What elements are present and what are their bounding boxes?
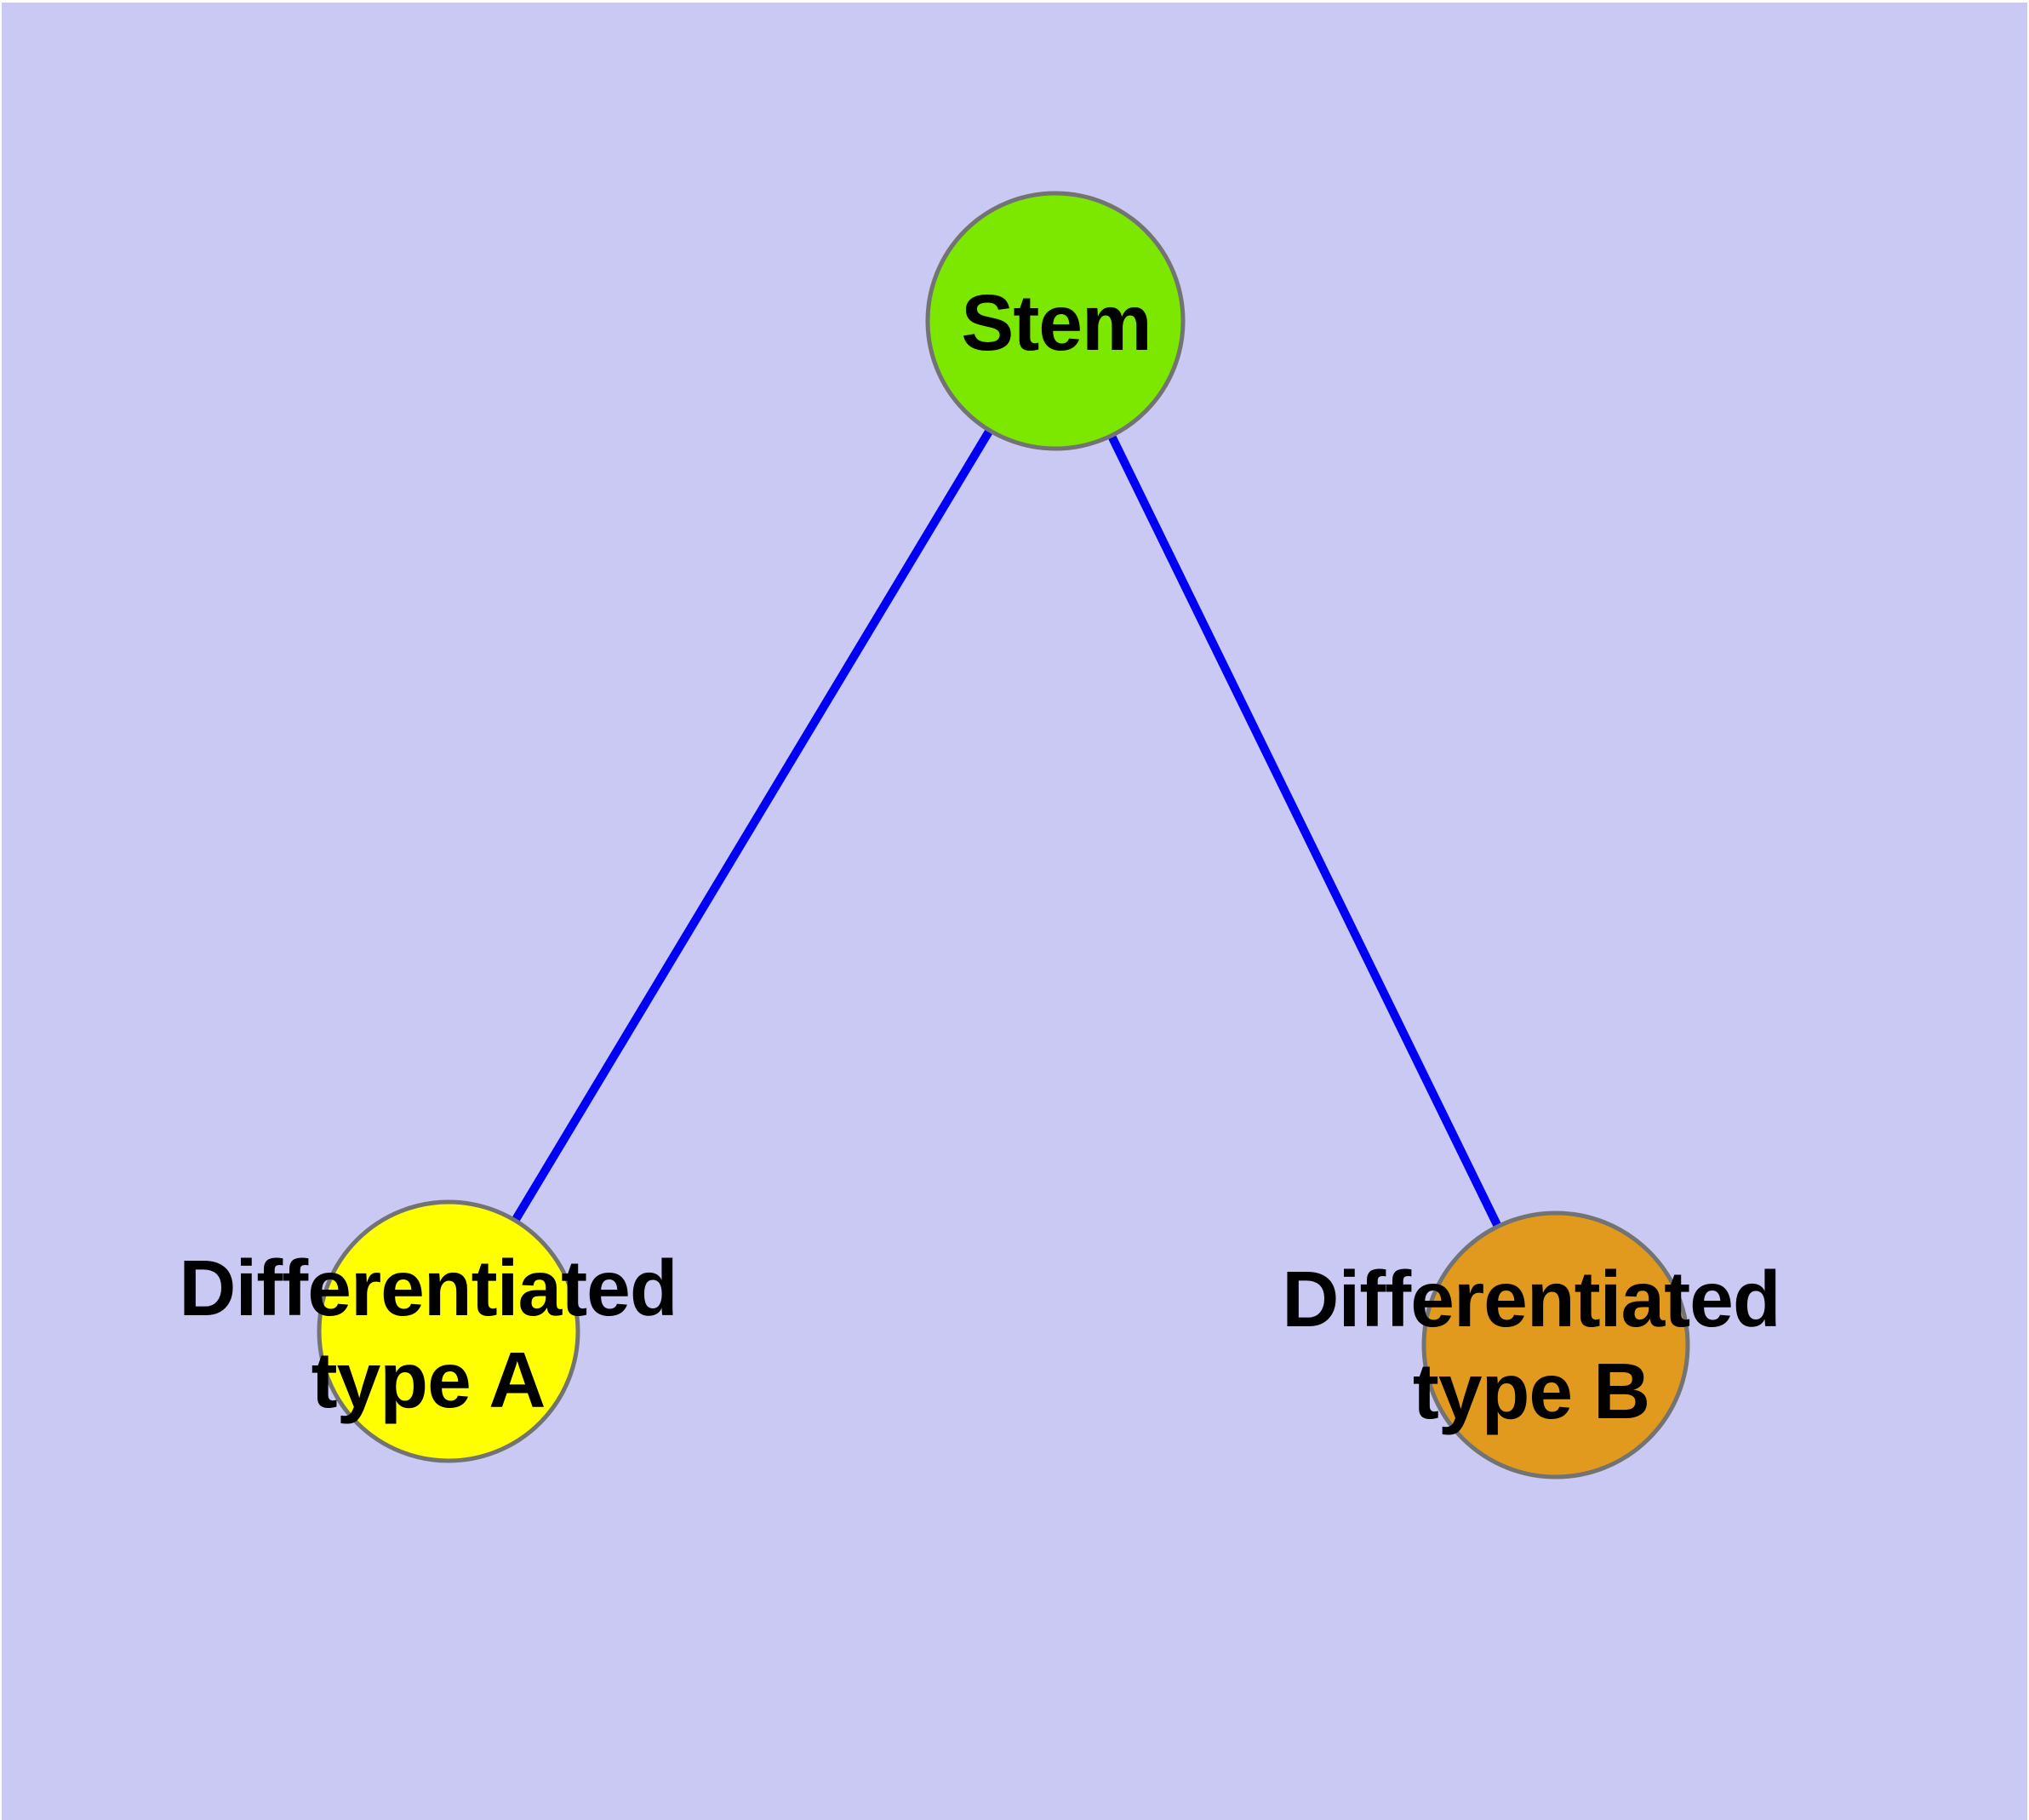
edge-stem-to-type-a bbox=[444, 318, 1060, 1334]
stem-node-circle bbox=[925, 191, 1186, 451]
type-b-node-label: Differentiated type B bbox=[1282, 1255, 1780, 1435]
graph-svg bbox=[317, 191, 1690, 1479]
edge-stem-to-type-b bbox=[1051, 318, 1560, 1348]
type-a-node-circle bbox=[317, 1199, 580, 1463]
type-a-node-label: Differentiated type A bbox=[179, 1244, 677, 1424]
stem-node-label: Stem bbox=[961, 278, 1152, 367]
type-b-node-circle bbox=[1421, 1210, 1690, 1479]
